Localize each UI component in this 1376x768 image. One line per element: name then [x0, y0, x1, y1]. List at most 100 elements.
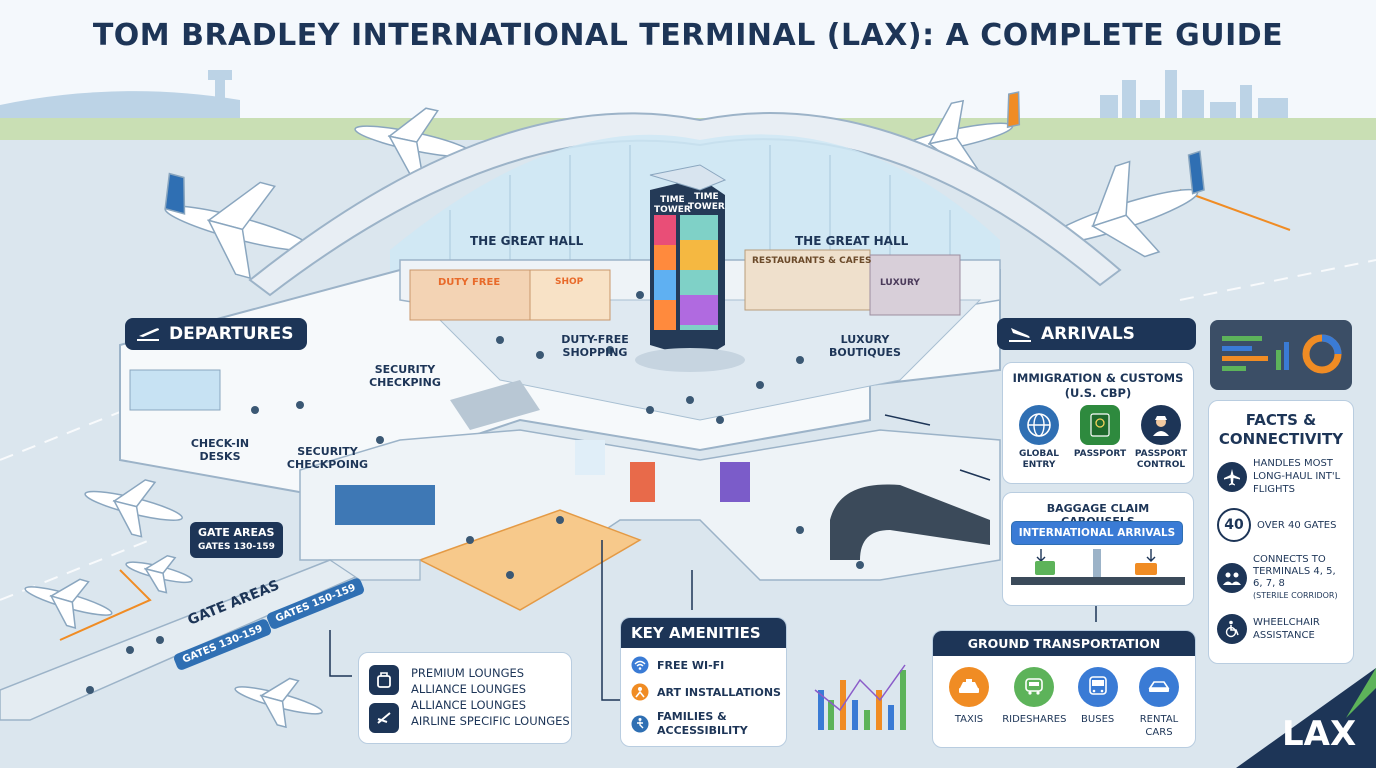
ground-transportation-title: GROUND TRANSPORTATION [933, 631, 1195, 656]
security-checkpoint-upper-label: SECURITY CHECKPING [369, 363, 441, 389]
luxury-boutiques-label: LUXURY BOUTIQUES [829, 333, 901, 359]
globe-icon [1019, 405, 1059, 445]
restaurants-sign: RESTAURANTS & CAFES [752, 256, 872, 266]
facts-panel: FACTS & CONNECTIVITY HANDLES MOST LONG-H… [1208, 400, 1354, 664]
fact-label: OVER 40 GATES [1257, 519, 1337, 531]
people-icon [1217, 563, 1247, 593]
arrivals-label: ARRIVALS [1041, 324, 1135, 344]
plane-takeoff-icon [137, 328, 159, 341]
gate-areas-tag-sub: GATES 130-159 [198, 542, 275, 552]
connector-lines [329, 414, 1097, 701]
luggage-icon [369, 665, 399, 695]
accessibility-icon [631, 715, 649, 733]
gate-areas-tag-title: GATE AREAS [198, 526, 275, 539]
amenity-item: FREE WI-FI [631, 656, 781, 674]
ground-transportation-panel: GROUND TRANSPORTATION TAXIS RIDESHARES B… [932, 630, 1196, 748]
arrivals-header: ARRIVALS [997, 318, 1196, 350]
international-arrivals-tag: INTERNATIONAL ARRIVALS [1011, 521, 1183, 545]
plane-icon [1217, 461, 1247, 492]
fact-sub: (STERILE CORRIDOR) [1253, 591, 1338, 600]
immigration-item: PASSPORT CONTROL [1133, 405, 1189, 471]
car-icon [1138, 667, 1179, 707]
amenity-label: FAMILIES & ACCESSIBILITY [657, 710, 748, 737]
carousel-illustration [1011, 549, 1185, 585]
fact-item: 40 OVER 40 GATES [1217, 508, 1347, 542]
passengers [86, 291, 864, 694]
immigration-panel: IMMIGRATION & CUSTOMS (U.S. CBP) GLOBAL … [1002, 362, 1194, 484]
immigration-item: GLOBAL ENTRY [1011, 405, 1067, 471]
lounge-item: ALLIANCE LOUNGES [411, 682, 527, 696]
fact-item: CONNECTS TO TERMINALS 4, 5, 6, 7, 8 (STE… [1217, 554, 1347, 602]
lax-logo-corner [1236, 668, 1376, 768]
lounges-panel: PREMIUM LOUNGES ALLIANCE LOUNGES ALLIANC… [358, 652, 572, 744]
lounge-item: PREMIUM LOUNGES [411, 666, 525, 680]
terminal-building [0, 249, 1001, 721]
check-in-desks-label: CHECK-IN DESKS [190, 437, 250, 463]
lax-logo: LAX [1282, 714, 1357, 754]
amenity-label: ART INSTALLATIONS [657, 685, 781, 699]
ground-item: RIDESHARES [1002, 667, 1066, 739]
wifi-icon [631, 656, 649, 674]
luxury-sign: LUXURY [880, 278, 920, 288]
departures-header: DEPARTURES [125, 318, 308, 350]
passport-icon [1080, 405, 1120, 445]
security-checkpoint-lower-label: SECURITY CHECKPOING [286, 445, 369, 471]
key-amenities-panel: KEY AMENITIES FREE WI-FI ART INSTALLATIO… [620, 617, 787, 747]
plane-landing-icon [1009, 328, 1031, 342]
ground-label: RIDESHARES [1002, 714, 1067, 725]
ground-label: BUSES [1081, 714, 1115, 725]
time-tower-sign-left: TIME TOWER [654, 195, 691, 215]
ground-item: TAXIS [939, 667, 999, 739]
time-tower-text: TIME [694, 192, 719, 202]
shop-sign: SHOP [555, 277, 584, 287]
rideshare-icon [1014, 667, 1055, 707]
time-tower-text: TOWER [688, 202, 725, 212]
ground-items: TAXIS RIDESHARES BUSES RENTAL CARS [939, 667, 1189, 739]
chart-decoration [814, 664, 906, 730]
key-amenities-title: KEY AMENITIES [621, 618, 786, 648]
time-tower-text: TIME [660, 195, 685, 205]
city-skyline [0, 70, 1288, 125]
page-title: TOM BRADLEY INTERNATIONAL TERMINAL (LAX)… [92, 18, 1284, 53]
ground-item: BUSES [1070, 667, 1126, 739]
great-hall-label-right: THE GREAT HALL [795, 234, 909, 248]
aircraft [24, 91, 1205, 729]
immigration-label: GLOBAL ENTRY [1018, 449, 1059, 470]
ground-label: RENTAL CARS [1139, 714, 1179, 738]
fact-label: WHEELCHAIR ASSISTANCE [1253, 617, 1320, 641]
art-icon [631, 683, 649, 701]
lounges-list: PREMIUM LOUNGES ALLIANCE LOUNGES ALLIANC… [411, 665, 570, 729]
amenity-item: ART INSTALLATIONS [631, 683, 781, 701]
facts-title: FACTS & CONNECTIVITY [1218, 411, 1344, 448]
lounge-item: ALLIANCE LOUNGES [411, 698, 527, 712]
gate-areas-tag: GATE AREAS GATES 130-159 [190, 522, 283, 558]
duty-free-sign: DUTY FREE [438, 277, 501, 288]
immigration-label: PASSPORT CONTROL [1134, 449, 1188, 470]
immigration-title: IMMIGRATION & CUSTOMS (U.S. CBP) [1012, 371, 1184, 400]
lounge-item: AIRLINE SPECIFIC LOUNGES [411, 714, 570, 728]
fact-label: CONNECTS TO TERMINALS 4, 5, 6, 7, 8 [1253, 554, 1336, 589]
time-tower-sign-right: TIME TOWER [688, 192, 725, 212]
wheelchair-icon [1217, 614, 1247, 644]
time-tower [635, 164, 745, 372]
fact-item: HANDLES MOST LONG-HAUL INT'L FLIGHTS [1217, 457, 1347, 496]
bus-icon [1077, 667, 1118, 707]
ground-item: RENTAL CARS [1129, 667, 1189, 739]
great-hall-label-left: THE GREAT HALL [470, 234, 584, 248]
departures-label: DEPARTURES [169, 324, 294, 344]
fact-label: HANDLES MOST LONG-HAUL INT'L FLIGHTS [1253, 458, 1341, 495]
immigration-items: GLOBAL ENTRY PASSPORT PASSPORT CONTROL [1011, 405, 1189, 471]
baggage-panel: BAGGAGE CLAIM CAROUSELS INTERNATIONAL AR… [1002, 492, 1194, 606]
immigration-label: PASSPORT [1073, 449, 1127, 459]
facts-list: HANDLES MOST LONG-HAUL INT'L FLIGHTS 40 … [1217, 457, 1347, 644]
officer-icon [1141, 405, 1181, 445]
fact-text: CONNECTS TO TERMINALS 4, 5, 6, 7, 8 (STE… [1253, 554, 1347, 602]
lounge-chair-icon [369, 703, 399, 733]
gates-count-badge: 40 [1217, 508, 1251, 542]
amenity-label: FREE WI-FI [657, 658, 725, 672]
time-tower-text: TOWER [654, 205, 691, 215]
stats-mini-panel [1210, 320, 1352, 390]
fact-item: WHEELCHAIR ASSISTANCE [1217, 614, 1347, 644]
duty-free-shopping-label: DUTY-FREE SHOPPING [561, 333, 629, 359]
immigration-item: PASSPORT [1072, 405, 1128, 471]
